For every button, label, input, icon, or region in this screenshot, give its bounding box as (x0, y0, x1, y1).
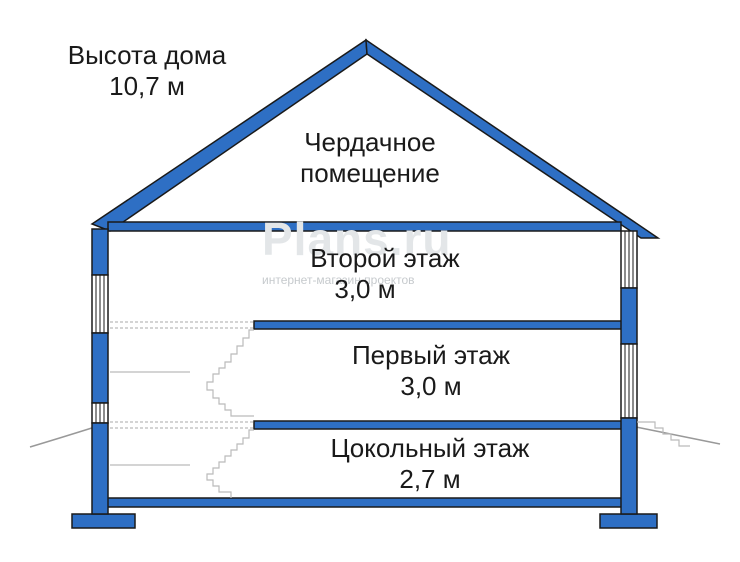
stair-flights (110, 329, 690, 498)
right-wall-pier-2 (620, 417, 638, 515)
attic-label-line2: помещение (300, 158, 440, 188)
watermark-brand: Plans.ru (262, 213, 452, 265)
left-wall-pier-1 (91, 228, 109, 276)
left-wall-pier-3 (91, 422, 109, 515)
first-floor-height: 3,0 м (400, 371, 462, 401)
attic-label: Чердачное помещение (255, 127, 485, 189)
first-floor-label: Первый этаж 3,0 м (316, 340, 546, 402)
house-height-value: 10,7 м (109, 71, 185, 101)
stair-landings (110, 321, 254, 429)
left-footing (71, 513, 136, 529)
roof-right-slope (365, 38, 661, 239)
foundation-footings (71, 513, 658, 529)
upper-stair-flight (206, 329, 254, 417)
attic-label-line1: Чердачное (304, 127, 436, 157)
right-footing (599, 513, 658, 529)
basement-label: Цокольный этаж 2,7 м (295, 433, 565, 495)
house-height-label: Высота дома 10,7 м (32, 40, 262, 102)
basement-name: Цокольный этаж (330, 433, 530, 463)
basement-floor-slab (103, 497, 625, 508)
second-floor-slab (253, 320, 630, 330)
watermark-tagline: интернет-магазин проектов (262, 273, 415, 287)
house-height-caption: Высота дома (67, 40, 227, 70)
second-floor-name: Второй этаж (310, 243, 460, 273)
lower-stair-flight (206, 429, 254, 498)
left-wall (91, 228, 109, 515)
left-wall-pier-2 (91, 332, 109, 404)
first-floor-slab (253, 420, 630, 430)
right-wall (620, 230, 638, 515)
second-floor-label: Второй этаж 3,0 м (270, 243, 500, 305)
attic-floor-slab (107, 221, 622, 232)
right-wall-pier-1 (620, 287, 638, 345)
first-floor-name: Первый этаж (351, 340, 511, 370)
ground-line (29, 426, 721, 448)
basement-height: 2,7 м (399, 464, 461, 494)
entrance-steps (637, 421, 690, 447)
second-floor-height: 3,0 м (334, 274, 396, 304)
